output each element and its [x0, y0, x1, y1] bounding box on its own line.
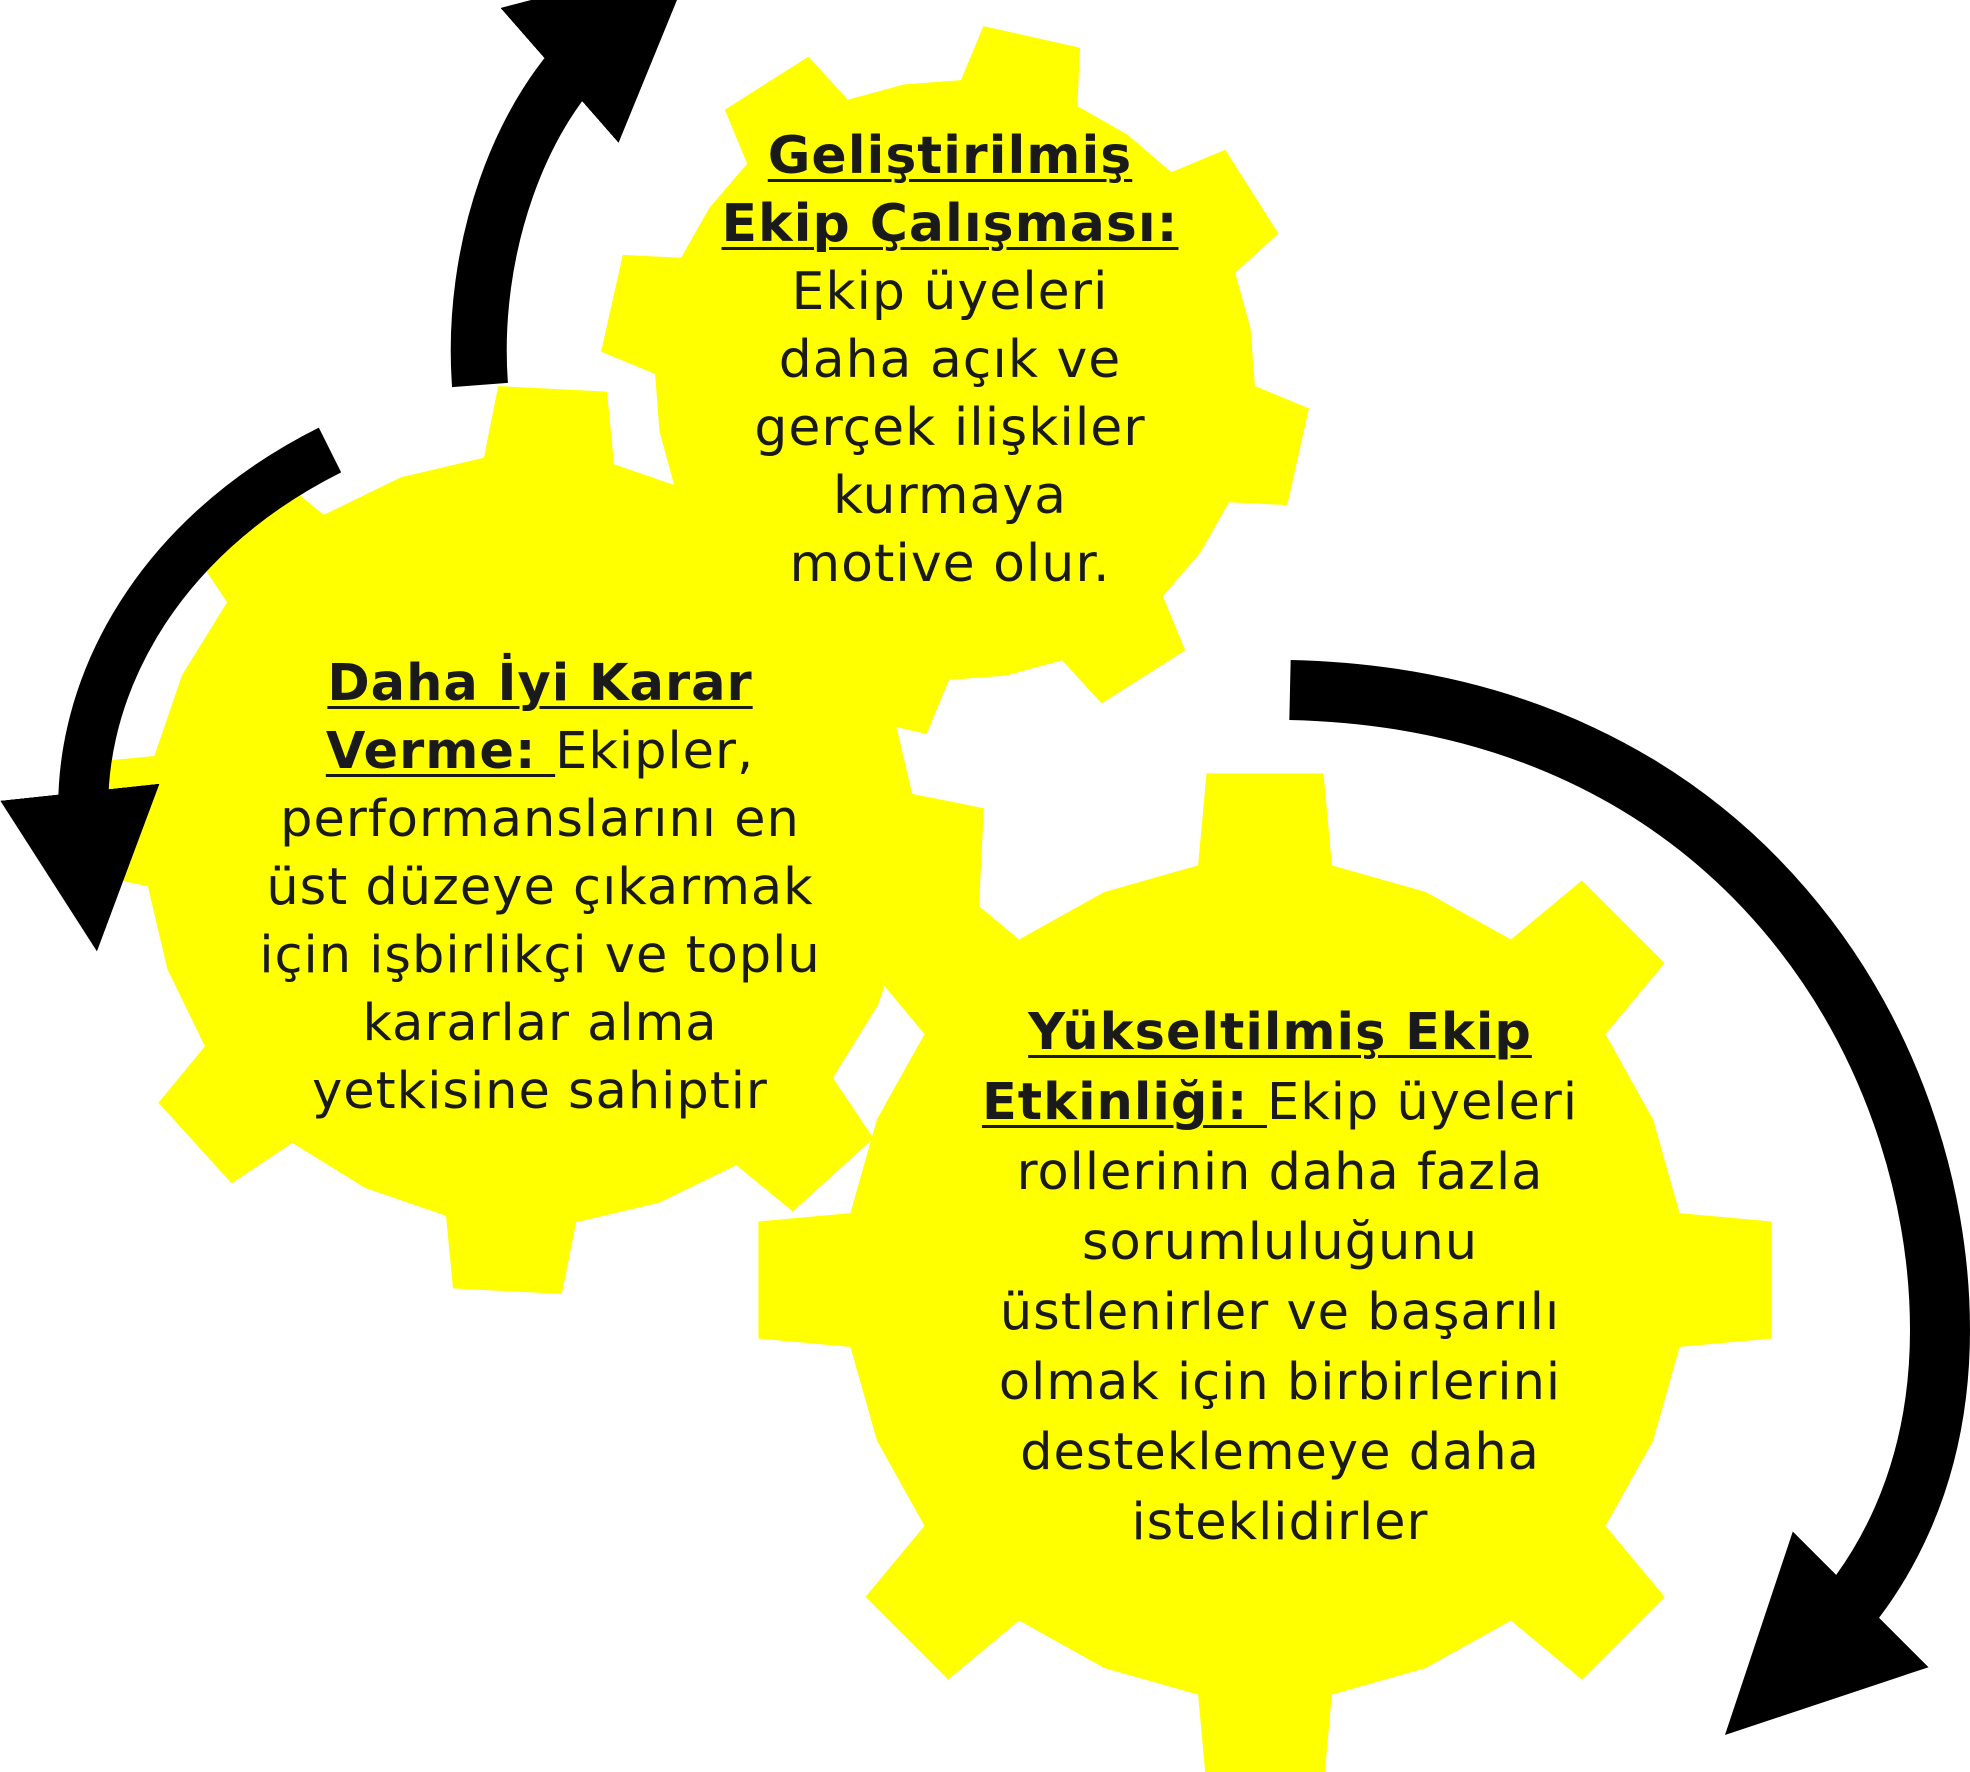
- gear-body-line: performanslarını en: [280, 790, 800, 849]
- gear-body-line: gerçek ilişkiler: [754, 398, 1146, 458]
- gear-text-left: Daha İyi Karar Verme: Ekipler, performan…: [240, 650, 840, 1126]
- gear-body-line: olmak için birbirlerini: [998, 1353, 1562, 1412]
- curved-arrow-down-icon: [0, 427, 342, 952]
- gear-heading-line: Yükseltilmiş Ekip: [1028, 1003, 1532, 1062]
- gears-layer: [76, 26, 1772, 1772]
- gear-heading-line: Daha İyi Karar: [327, 654, 753, 713]
- gear-body-line: kararlar alma: [362, 994, 718, 1053]
- gear-body-inline: Ekipler,: [555, 722, 755, 781]
- curved-arrow-up-icon: [450, 0, 695, 388]
- gear-body-line: rollerinin daha fazla: [1016, 1143, 1544, 1202]
- gear-body-line: üst düzeye çıkarmak: [266, 858, 814, 917]
- gear-body-line: motive olur.: [789, 534, 1111, 594]
- gear-body-line: Ekip üyeleri: [791, 262, 1109, 322]
- gear-body-line: yetkisine sahiptir: [312, 1062, 768, 1121]
- gear-bottom-right: [758, 773, 1772, 1772]
- gear-body-line: desteklemeye daha: [1020, 1423, 1540, 1482]
- gear-text-bottom-right: Yükseltilmiş Ekip Etkinliği: Ekip üyeler…: [960, 998, 1600, 1558]
- gear-text-top: Geliştirilmiş Ekip Çalışması: Ekip üyele…: [700, 122, 1200, 598]
- gear-body-inline: Ekip üyeleri: [1266, 1073, 1579, 1132]
- gear-heading-line: Etkinliği:: [981, 1073, 1267, 1132]
- gear-heading-line: Ekip Çalışması:: [721, 194, 1179, 254]
- gear-heading-line: Geliştirilmiş: [767, 126, 1133, 186]
- gear-body-line: için işbirlikçi ve toplu: [259, 926, 821, 985]
- gear-left: [76, 386, 984, 1294]
- gear-body-line: üstlenirler ve başarılı: [999, 1283, 1561, 1342]
- gear-body-line: sorumluluğunu: [1081, 1213, 1479, 1272]
- curved-arrow-down-icon: [1289, 660, 1970, 1736]
- arrows-layer: [0, 0, 1970, 1736]
- gear-body-line: isteklidirler: [1131, 1493, 1429, 1552]
- gear-heading-line: Verme:: [325, 722, 556, 781]
- gear-body-line: daha açık ve: [778, 330, 1122, 390]
- gear-body-line: kurmaya: [832, 466, 1068, 526]
